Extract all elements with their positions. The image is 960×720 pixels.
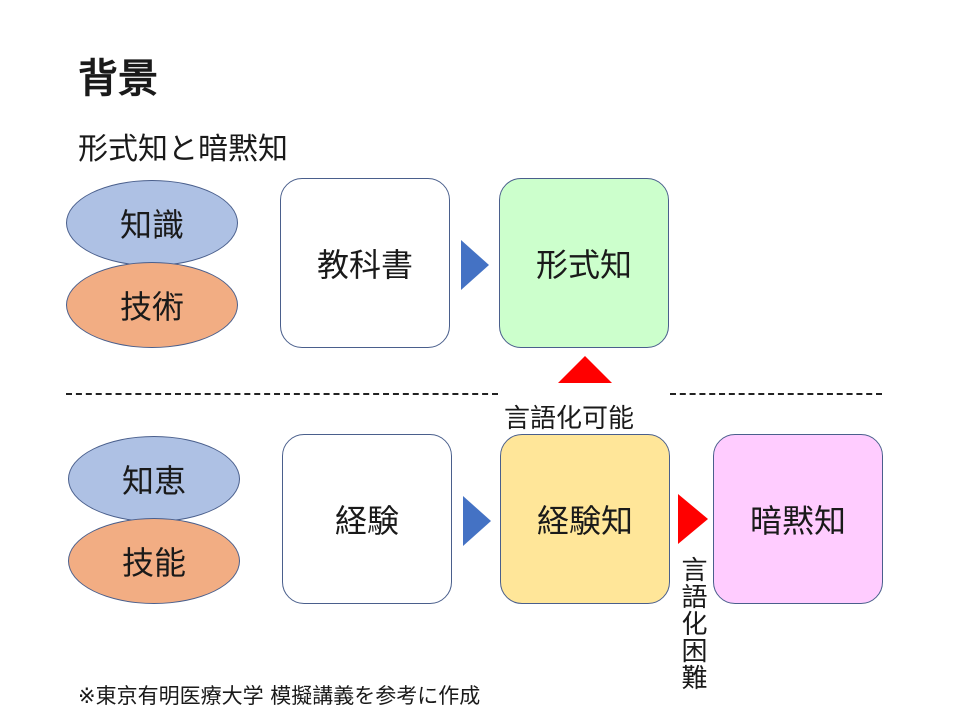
ellipse-technique-label: 技術 [119,288,184,326]
box-tacit-knowledge: 暗黙知 [713,434,883,604]
slide-title: 背景 [78,56,158,102]
footnote: ※東京有明医療大学 模擬講義を参考に作成 [78,684,481,708]
ellipse-skill-label: 技能 [121,544,186,582]
box-explicit-knowledge-label: 形式知 [535,246,632,284]
box-tacit-knowledge-label: 暗黙知 [749,502,846,540]
ellipse-wisdom: 知恵 [68,436,240,522]
ellipse-knowledge-label: 知識 [119,206,184,244]
divider-right [670,393,882,395]
box-experiential-knowledge-label: 経験知 [536,502,633,540]
ellipse-knowledge: 知識 [66,180,238,266]
divider-left [66,393,498,395]
box-experience-label: 経験 [334,502,399,540]
ellipse-skill: 技能 [68,518,240,604]
ellipse-technique: 技術 [66,262,238,348]
box-experiential-knowledge: 経験知 [500,434,670,604]
box-textbook: 教科書 [280,178,450,348]
arrow-right-red-icon [678,494,708,544]
arrow-up-icon [558,356,612,383]
label-verbalizable: 言語化可能 [504,404,635,434]
arrow-right-icon [461,240,489,290]
ellipse-wisdom-label: 知恵 [121,462,186,500]
arrow-right-icon [463,496,491,546]
box-experience: 経験 [282,434,452,604]
box-explicit-knowledge: 形式知 [499,178,669,348]
slide-subtitle: 形式知と暗黙知 [78,132,288,167]
box-textbook-label: 教科書 [316,246,413,284]
label-hard-to-verbalize: 言語化困難 [677,556,707,691]
